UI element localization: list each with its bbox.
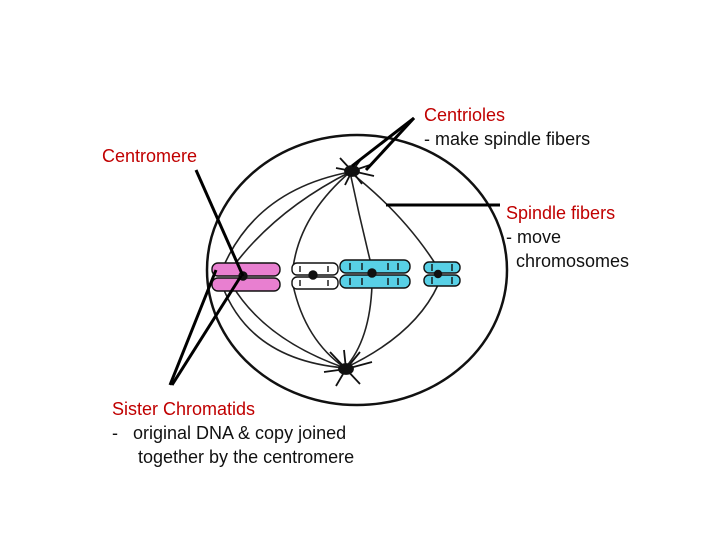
- chromosome-cyan-large: [339, 259, 411, 289]
- chromosome-cyan-small: [423, 261, 461, 287]
- label-centrioles-desc: - make spindle fibers: [424, 129, 591, 149]
- label-centromere: Centromere: [102, 146, 198, 166]
- label-centrioles: Centrioles - make spindle fibers: [424, 103, 590, 151]
- label-spindle-fibers-desc1: - move: [506, 227, 562, 247]
- chromosome-white: [291, 262, 339, 290]
- cell-membrane: [205, 133, 509, 407]
- label-sister-chromatids: Sister Chromatids - original DNA & copy …: [112, 397, 354, 469]
- label-sister-chromatids-desc2: together by the centromere: [138, 447, 355, 467]
- label-spindle-fibers: Spindle fibers - move chromosomes: [506, 201, 629, 273]
- centriole-bottom: [323, 349, 373, 387]
- pointer-lines: [168, 116, 500, 386]
- label-sister-chromatids-title: Sister Chromatids: [112, 399, 256, 419]
- label-spindle-fibers-title: Spindle fibers: [506, 203, 616, 223]
- label-sister-chromatids-desc1: - original DNA & copy joined: [112, 423, 347, 443]
- label-spindle-fibers-desc2: chromosomes: [516, 251, 630, 271]
- label-centrioles-title: Centrioles: [424, 105, 506, 125]
- chromosome-pink: [211, 262, 281, 292]
